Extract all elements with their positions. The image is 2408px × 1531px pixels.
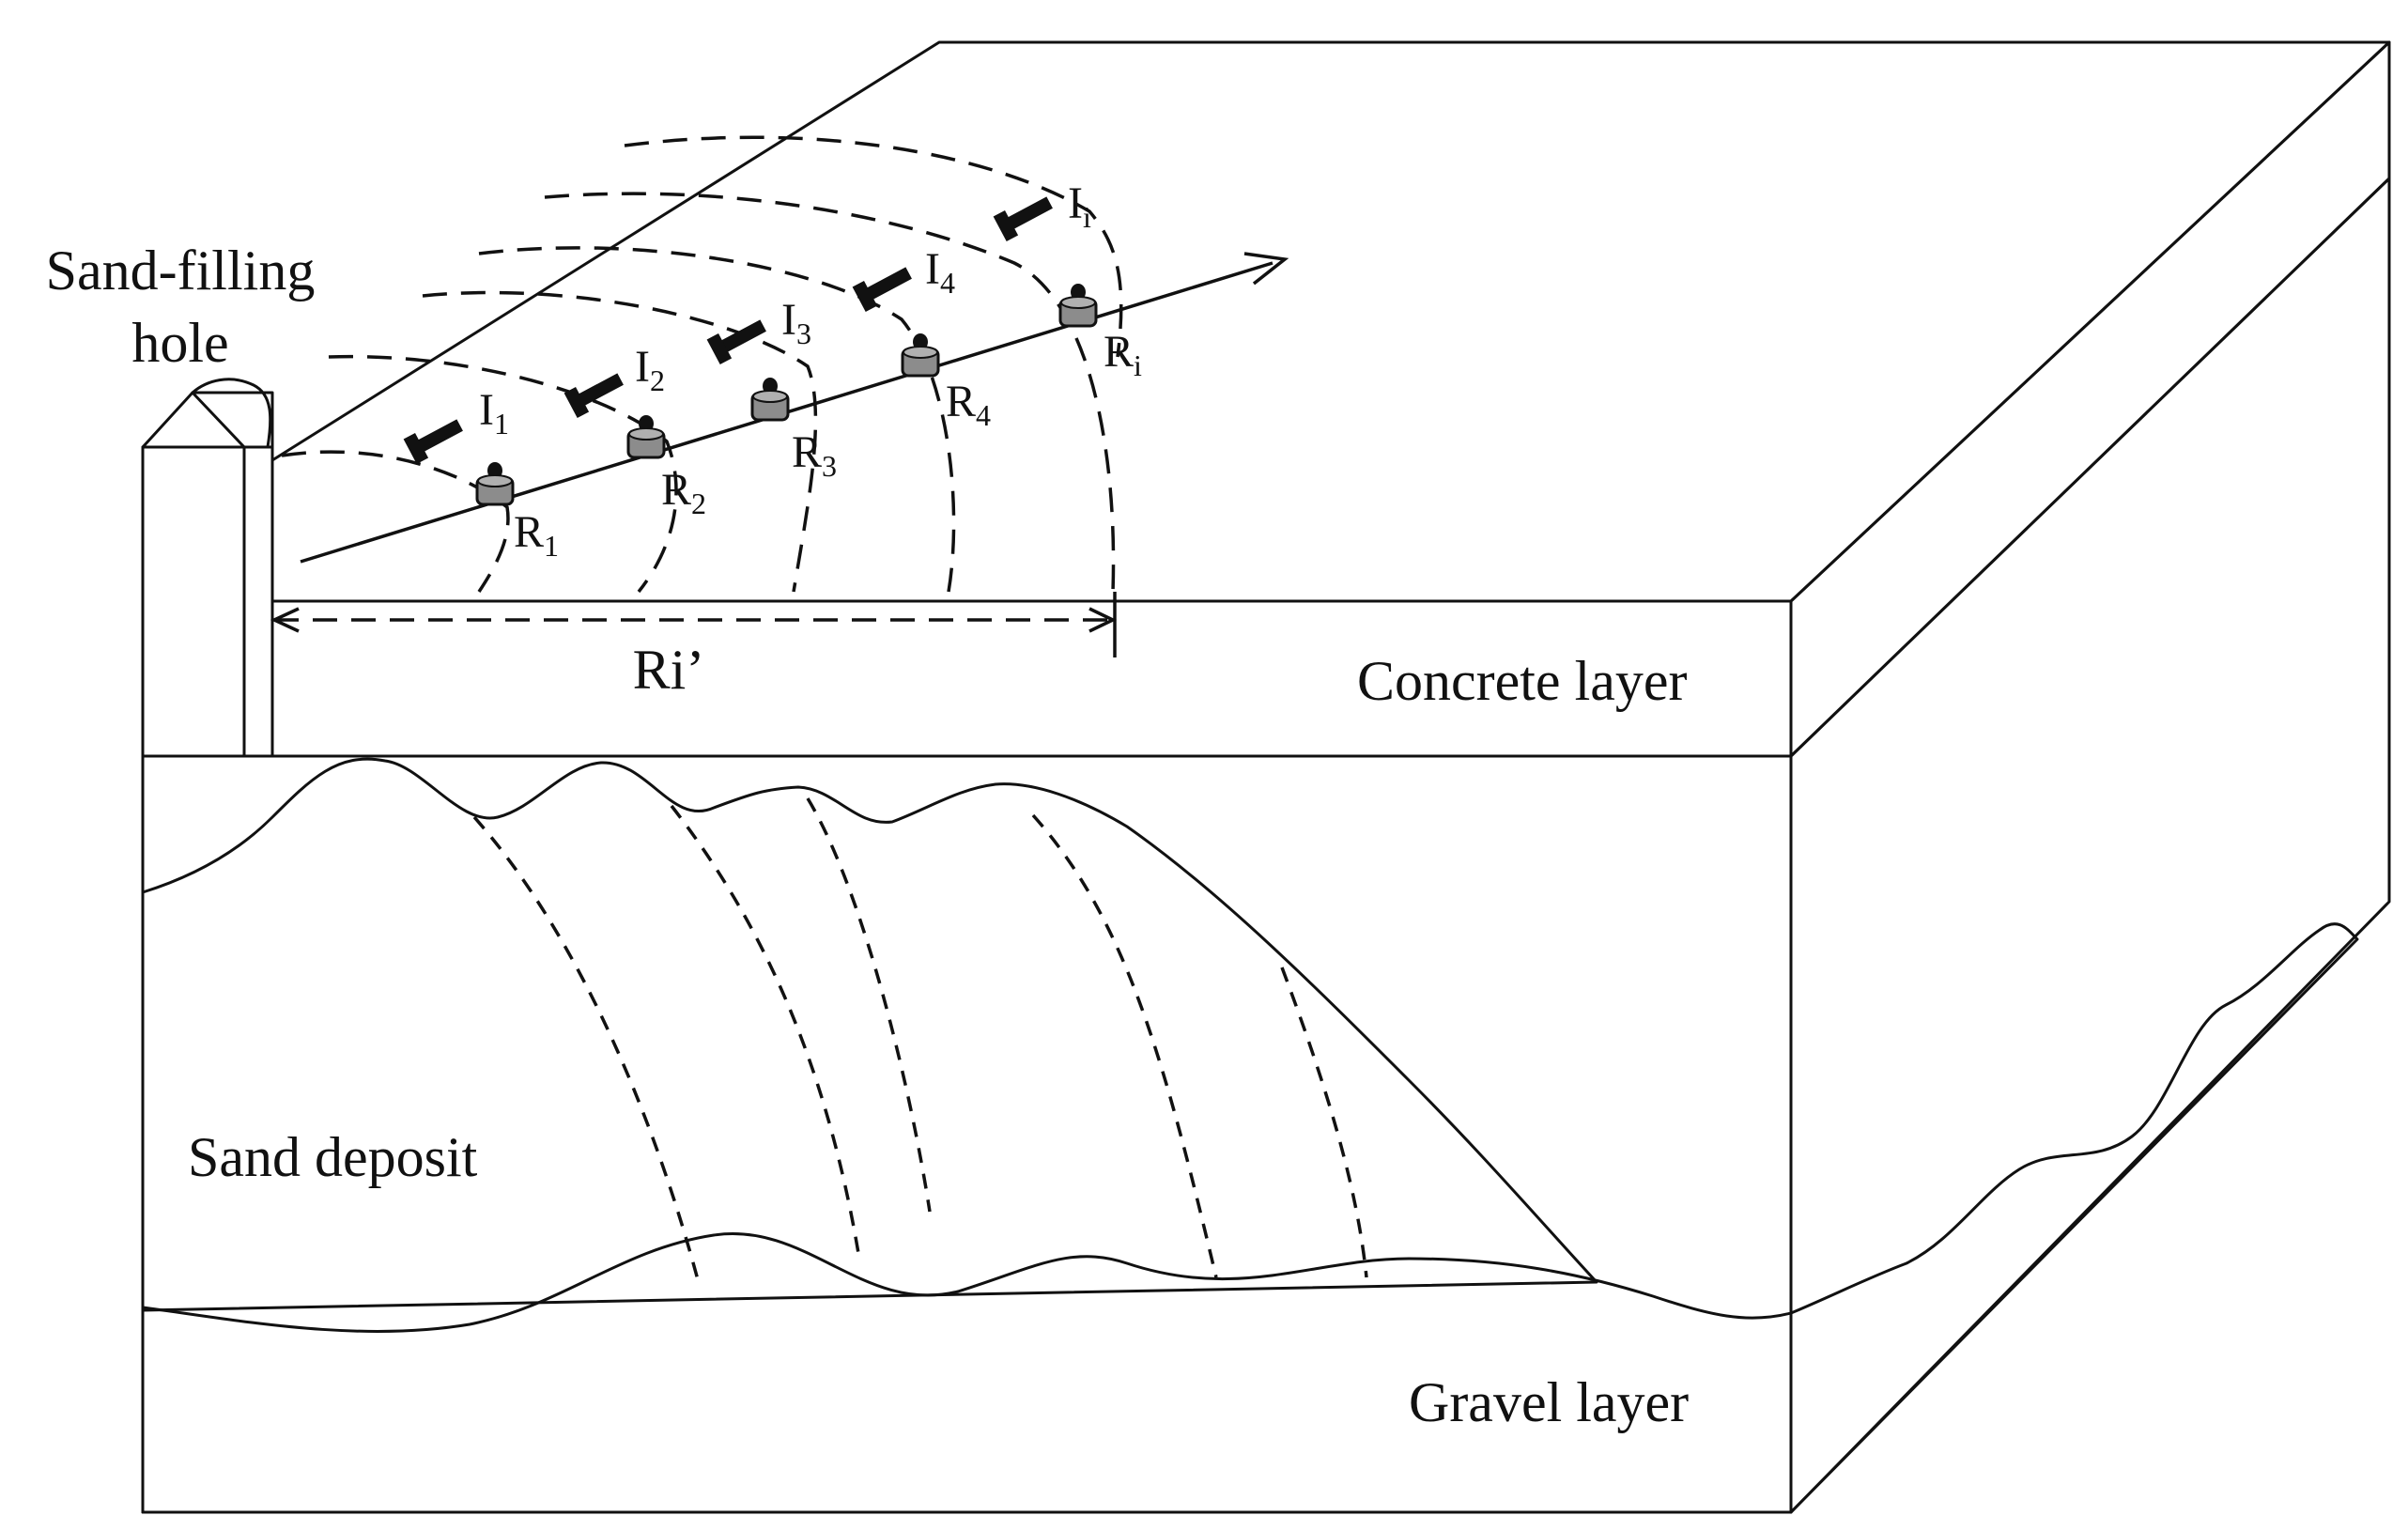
receiver-sensor-5 xyxy=(1058,284,1098,328)
concrete-layer-label: Concrete layer xyxy=(1357,650,1687,712)
concrete-top-face xyxy=(270,40,2391,603)
receiver-sensor-2 xyxy=(626,415,666,459)
surface-arc-5 xyxy=(544,192,1116,593)
receiver-label-5: Ri xyxy=(1104,327,1142,382)
distance-dimension xyxy=(270,592,1118,657)
surface-arc-1 xyxy=(281,450,510,593)
sand-filling-hole-label-line1: Sand-filling xyxy=(46,240,316,302)
impact-label-1: I1 xyxy=(479,385,509,441)
sand-dash-line-5 xyxy=(1280,967,1368,1278)
sand-filling-hole-label-line2: hole xyxy=(131,312,228,374)
impact-label-5: Ii xyxy=(1068,178,1091,234)
receiver-sensor-1 xyxy=(475,462,515,506)
distance-label: Ri’ xyxy=(633,639,705,701)
impact-hammer-5 xyxy=(993,196,1053,242)
sand-deposit-label: Sand deposit xyxy=(188,1126,478,1188)
sand-dash-line-1 xyxy=(472,815,702,1288)
receiver-sensor-3 xyxy=(750,378,790,422)
sand-deposit-area xyxy=(141,757,1598,1312)
impact-label-2: I2 xyxy=(635,342,665,397)
impact-label-4: I4 xyxy=(925,244,955,300)
surface-arc-6 xyxy=(624,135,1123,358)
gravel-label-backing xyxy=(1399,1367,1747,1437)
receiver-sensor-4 xyxy=(901,333,940,378)
surface-arc-3 xyxy=(422,290,818,593)
impact-hammer-2 xyxy=(563,373,624,419)
gravel-side-strip xyxy=(1789,922,2359,1514)
surface-arc-4 xyxy=(478,246,956,593)
sand-dash-line-4 xyxy=(1031,813,1218,1278)
concrete-right-face xyxy=(1789,40,2391,758)
receiver-label-2: R2 xyxy=(661,465,706,520)
sand-dash-line-2 xyxy=(670,804,861,1260)
receiver-label-1: R1 xyxy=(514,507,559,563)
lower-block-side xyxy=(1789,177,2391,1514)
sand-dash-line-3 xyxy=(806,797,932,1213)
impact-hammer-1 xyxy=(403,419,463,465)
impact-hammer-4 xyxy=(852,267,912,313)
impact-label-3: I3 xyxy=(781,295,811,350)
impact-hammer-3 xyxy=(706,319,766,365)
gravel-layer-label: Gravel layer xyxy=(1409,1371,1689,1433)
gravel-layer-area xyxy=(141,1232,1793,1514)
receiver-label-3: R3 xyxy=(792,427,837,483)
receiver-label-4: R4 xyxy=(946,377,991,432)
sand-filling-hole-post xyxy=(141,378,274,758)
